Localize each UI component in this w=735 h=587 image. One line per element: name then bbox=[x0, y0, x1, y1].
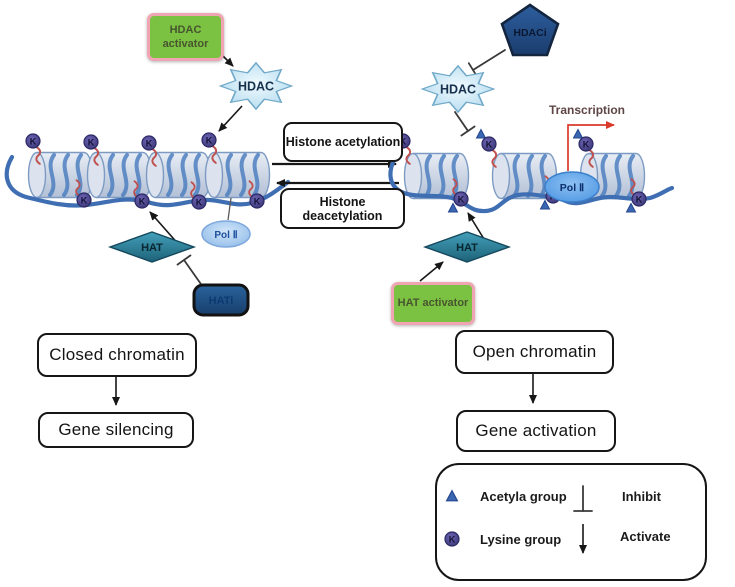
hati-inhibit-line bbox=[183, 259, 204, 288]
hdac-label-left: HDAC bbox=[238, 80, 274, 94]
hat-label-left: HAT bbox=[141, 242, 163, 254]
acetyl-group-icon bbox=[573, 129, 583, 139]
nucleosome bbox=[203, 150, 272, 200]
open-chromatin-label: Open chromatin bbox=[472, 342, 597, 361]
hdac-enzyme-left: HDAC bbox=[219, 62, 293, 110]
lysine-group bbox=[25, 133, 41, 149]
polii-tether-line bbox=[227, 197, 232, 221]
lysine-group bbox=[83, 134, 99, 150]
hdac-inhibit-line bbox=[454, 111, 469, 132]
closed-chromatin-box: Closed chromatin bbox=[37, 333, 197, 377]
gene-silencing-box: Gene silencing bbox=[38, 412, 194, 448]
acetylated-lysine-group bbox=[481, 136, 497, 152]
hat-diamond-icon bbox=[422, 231, 512, 263]
acetylated-lysine-group bbox=[453, 191, 469, 207]
polii-label-right: Pol Ⅱ bbox=[560, 182, 584, 194]
hdac-label-right: HDAC bbox=[440, 83, 476, 97]
acetylated-lysine-group bbox=[578, 136, 594, 152]
nucleosome bbox=[26, 150, 95, 200]
hat-activator-box: HAT activator bbox=[391, 282, 475, 325]
legend-box bbox=[435, 463, 707, 581]
hdaci-label: HDACi bbox=[513, 27, 546, 39]
histone-deacetylation-label: Histone deacetylation bbox=[302, 194, 383, 223]
hdac-to-lysine-arrow bbox=[218, 105, 243, 132]
hati-label: HATi bbox=[209, 295, 234, 307]
legend-acetyl-label: Acetyla group bbox=[480, 489, 567, 504]
hat-diamond-icon bbox=[107, 231, 197, 263]
acetylated-lysine-group bbox=[631, 191, 647, 207]
lysine-group bbox=[201, 132, 217, 148]
polii-label-left: Pol Ⅱ bbox=[214, 230, 237, 241]
hati-inhibit-bar bbox=[176, 254, 192, 266]
hdac-enzyme-right: HDAC bbox=[421, 65, 495, 113]
hdaci-inhibit-line bbox=[472, 49, 506, 71]
histone-acetylation-label: Histone acetylation bbox=[285, 135, 401, 149]
closed-chromatin-label: Closed chromatin bbox=[49, 345, 185, 364]
legend-activate-label: Activate bbox=[620, 529, 671, 544]
acetyl-group-icon bbox=[476, 129, 486, 139]
lysine-group bbox=[249, 193, 265, 209]
nucleosome bbox=[144, 150, 213, 200]
lysine-group bbox=[141, 135, 157, 151]
hat-inhibitor: HATi bbox=[192, 283, 250, 317]
hdac-activator-label: HDAC activator bbox=[162, 23, 209, 50]
dna-strand-left bbox=[4, 154, 291, 208]
closed-chromatin-assembly: HDAC bbox=[4, 49, 293, 317]
nucleosome bbox=[85, 150, 154, 200]
dna-strand-right bbox=[388, 150, 675, 214]
hdaci-pentagon-icon bbox=[500, 3, 560, 57]
histone-acetylation-box: Histone acetylation bbox=[283, 122, 403, 162]
hdac-inhibit-bar bbox=[460, 125, 476, 137]
hdac-inhibitor: HDACi bbox=[500, 3, 560, 57]
lysine-group bbox=[76, 192, 92, 208]
polii-right: Pol Ⅱ bbox=[544, 171, 600, 203]
gene-silencing-label: Gene silencing bbox=[58, 420, 174, 439]
hdac-activator-box: HDAC activator bbox=[147, 13, 224, 61]
conversion-arrows bbox=[272, 160, 399, 187]
legend-lysine-label: Lysine group bbox=[480, 532, 562, 547]
gene-activation-box: Gene activation bbox=[456, 410, 616, 452]
legend-symbols bbox=[444, 485, 593, 554]
lysine-group bbox=[191, 194, 207, 210]
activator-to-hat-arrow bbox=[419, 261, 444, 282]
polii-left: Pol Ⅱ bbox=[201, 220, 251, 248]
lysine-group bbox=[134, 193, 150, 209]
legend-inhibit-label: Inhibit bbox=[622, 489, 661, 504]
hat-activator-label: HAT activator bbox=[397, 297, 469, 310]
hat-enzyme-right: HAT bbox=[422, 231, 512, 263]
transcription-arrow bbox=[567, 121, 615, 171]
gene-activation-label: Gene activation bbox=[475, 421, 597, 440]
hat-label-right: HAT bbox=[456, 242, 478, 254]
hat-enzyme-left: HAT bbox=[107, 231, 197, 263]
open-chromatin-box: Open chromatin bbox=[455, 330, 614, 374]
transcription-label: Transcription bbox=[549, 103, 626, 117]
open-chromatin-assembly: HDACi HDAC bbox=[388, 3, 675, 282]
histone-deacetylation-box: Histone deacetylation bbox=[280, 188, 405, 229]
